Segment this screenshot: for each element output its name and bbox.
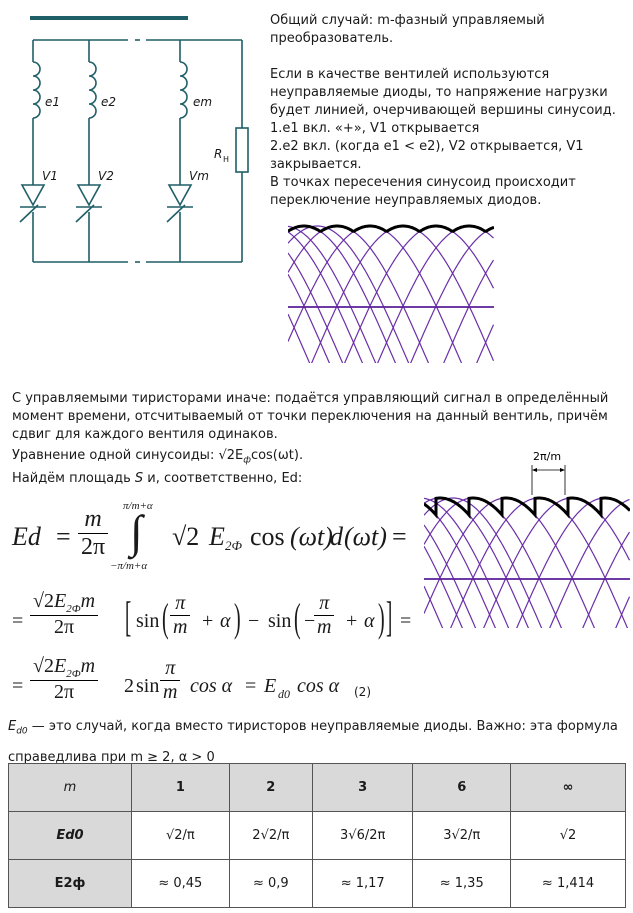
label-vm: Vm <box>189 169 209 183</box>
label-rh: R <box>214 147 222 161</box>
sine-curve <box>516 497 630 628</box>
sine-curve <box>288 225 430 363</box>
wave-curves <box>288 225 494 363</box>
table-row-label: E2ф <box>8 859 132 908</box>
rectified-waveform-diodes <box>288 224 494 363</box>
table-row: E2ф ≈ 0,45 ≈ 0,9 ≈ 1,17 ≈ 1,35 ≈ 1,414 <box>8 859 626 908</box>
label-e2: e2 <box>101 95 116 109</box>
sine-curve <box>424 524 477 628</box>
sine-curve <box>582 531 630 628</box>
intro-p1: Общий случай: m-фазный управляемый преоб… <box>270 13 545 46</box>
circuit-wires <box>19 16 249 263</box>
sine-curve <box>424 497 596 628</box>
intro-p3: 1.e1 вкл. «+», V1 открывается <box>270 121 480 136</box>
table-cell: ≈ 1,35 <box>412 859 512 908</box>
table-cell: √2/π <box>131 811 230 860</box>
sine-curve <box>288 225 397 363</box>
table-header-cell: 6 <box>412 763 512 812</box>
sine-curve <box>288 225 377 363</box>
sine-curve <box>377 225 494 363</box>
thyristor-v2 <box>75 184 102 223</box>
ed0-note: Ed0 — это случай, когда вместо тиристоро… <box>8 719 618 765</box>
period-annotation: 2π/m <box>531 450 566 495</box>
table-row-label: Ed0 <box>8 811 132 860</box>
table-cell: ≈ 0,9 <box>228 859 313 908</box>
table-cell: ≈ 1,414 <box>510 859 626 908</box>
sine-curve <box>549 498 630 628</box>
sine-curve <box>450 497 629 628</box>
table-cell: 2√2/π <box>228 811 313 860</box>
table-header-cell: 3 <box>311 763 414 812</box>
envelope-curve <box>288 224 494 233</box>
area-line: Найдём площадь S и, соответственно, Ed: <box>12 470 303 486</box>
controlled-p1: С управляемыми тиристорами иначе: подаёт… <box>12 391 609 442</box>
sine-curve <box>288 231 364 363</box>
load-resistor <box>235 127 249 173</box>
envelope-curve <box>424 496 630 520</box>
sine-curve <box>424 546 463 628</box>
intro-p2: Если в качестве вентилей используются не… <box>270 67 616 118</box>
wave-curves <box>424 497 630 628</box>
inductor-em <box>179 61 188 119</box>
table-row: m 1 2 3 6 ∞ <box>8 763 626 812</box>
intro-text: Общий случай: m-фазный управляемый преоб… <box>270 12 625 210</box>
table-row: Ed0 √2/π 2√2/π 3√6/2π 3√2/π √2 <box>8 811 626 860</box>
sine-curve <box>443 259 494 363</box>
sine-curve <box>424 497 563 628</box>
sine-curve <box>410 226 494 363</box>
intro-p4: 2.e2 вкл. (когда e1 < e2), V2 открываетс… <box>270 139 584 172</box>
table-cell: ≈ 0,45 <box>131 859 230 908</box>
table-header-cell: ∞ <box>510 763 626 812</box>
thyristor-v1 <box>19 184 46 223</box>
sine-curve <box>288 252 344 363</box>
sine-curve <box>288 225 463 363</box>
controlled-text: С управляемыми тиристорами иначе: подаёт… <box>12 390 622 488</box>
thyristor-vm <box>166 184 193 223</box>
sine-curve <box>424 497 510 628</box>
intro-p5: В точках пересечения синусоид происходит… <box>270 175 576 208</box>
sine-curve <box>424 497 543 628</box>
table-header-cell: 1 <box>131 763 230 812</box>
label-v1: V1 <box>42 169 58 183</box>
sine-curve <box>310 225 494 363</box>
inductor-e2 <box>88 61 97 119</box>
table-cell: √2 <box>510 811 626 860</box>
label-e1: e1 <box>45 95 60 109</box>
rectified-waveform-thyristors: 2π/m <box>424 450 630 628</box>
sine-curve <box>424 497 530 628</box>
inductor-e1 <box>32 61 41 119</box>
table-cell: ≈ 1,17 <box>311 859 414 908</box>
sine-curve <box>288 274 331 363</box>
formula-sine-difference: = √2E2Фm 2π [ sin ( π m + α ) − sin ( − … <box>12 590 412 641</box>
label-rh-sub: H <box>223 155 229 164</box>
table-cell: 3√2/π <box>412 811 512 860</box>
period-label: 2π/m <box>533 450 561 463</box>
sine-equation-line: Уравнение одной синусоиды: √2Eфcos(ωt). <box>12 448 304 466</box>
sine-curve <box>288 225 410 363</box>
formula-integral: Ed = m 2π π/m+α ∫ −π/m+α √2 E 2Ф cos (ωt… <box>12 500 407 572</box>
table-header-cell: m <box>8 763 132 812</box>
sine-curve <box>483 497 630 628</box>
ed0-table: m 1 2 3 6 ∞ Ed0 √2/π 2√2/π 3√6/2π 3√2/π … <box>8 763 626 908</box>
circuit-diagram: e1 e2 em V1 V2 Vm R H <box>19 16 249 263</box>
sine-curve <box>343 225 494 363</box>
formula-result: = √2E2Фm 2π 2 sin π m cos α = E d0 cos α… <box>12 655 371 703</box>
sine-curve <box>424 503 497 628</box>
table-cell: 3√6/2π <box>311 811 414 860</box>
label-em: em <box>193 95 212 109</box>
table-header-cell: 2 <box>228 763 313 812</box>
label-v2: V2 <box>98 169 114 183</box>
